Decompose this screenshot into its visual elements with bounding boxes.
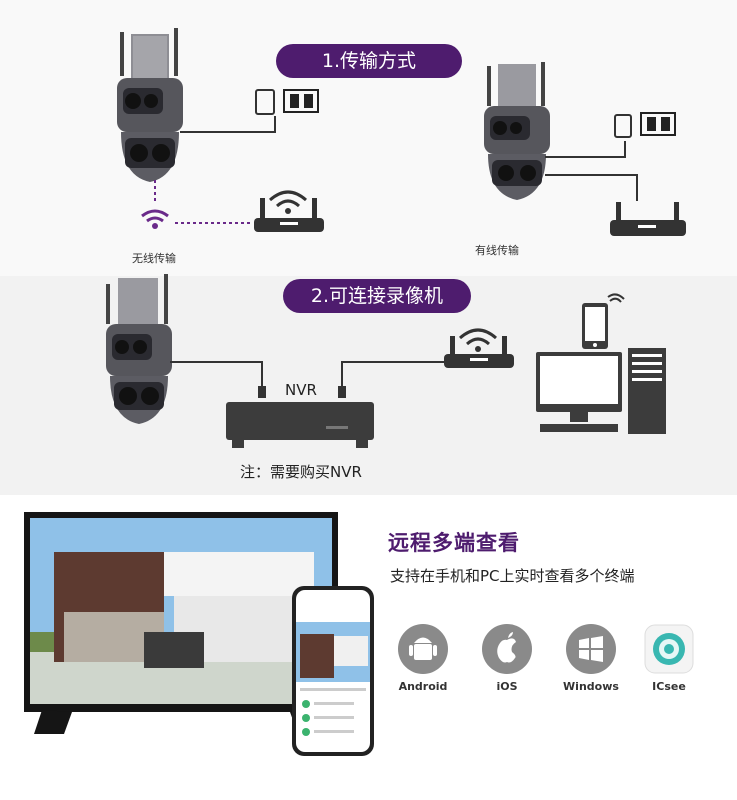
platform-label: Windows <box>563 680 619 693</box>
wireless-label: 无线传输 <box>132 252 176 265</box>
platform-label: iOS <box>496 680 518 693</box>
apple-icon <box>482 624 532 674</box>
icsee-app-icon <box>644 624 694 674</box>
section2-title: 2.可连接录像机 <box>283 279 471 313</box>
platform-label: Android <box>398 680 448 693</box>
camera-icon <box>117 28 183 182</box>
wireless-link <box>141 180 252 229</box>
router-icon <box>610 202 686 236</box>
power-adapter-icon <box>545 112 676 201</box>
camera-icon <box>106 274 172 424</box>
camera-icon <box>484 62 550 200</box>
platform-ios: iOS <box>482 624 532 693</box>
android-icon <box>398 624 448 674</box>
platform-android: Android <box>398 624 448 693</box>
platform-windows: Windows <box>563 624 619 693</box>
smartphone-icon <box>582 293 625 349</box>
nvr-cables <box>170 361 460 398</box>
wired-label: 有线传输 <box>475 244 519 257</box>
platform-icsee: ICsee <box>644 624 694 693</box>
windows-icon <box>566 624 616 674</box>
smartphone-app-icon <box>292 586 374 756</box>
power-adapter-icon <box>180 89 319 133</box>
desktop-pc-icon <box>536 348 666 434</box>
tv-monitor-icon <box>24 512 338 734</box>
nvr-note: 注：需要购买NVR <box>240 463 362 481</box>
nvr-device-icon <box>226 402 374 448</box>
nvr-label: NVR <box>285 381 317 399</box>
section1-title: 1.传输方式 <box>276 44 462 78</box>
router-icon <box>444 328 514 368</box>
remote-view-subtitle: 支持在手机和PC上实时查看多个终端 <box>390 567 635 585</box>
remote-view-title: 远程多端查看 <box>388 531 520 555</box>
platform-label: ICsee <box>652 680 686 693</box>
router-icon <box>254 190 324 232</box>
